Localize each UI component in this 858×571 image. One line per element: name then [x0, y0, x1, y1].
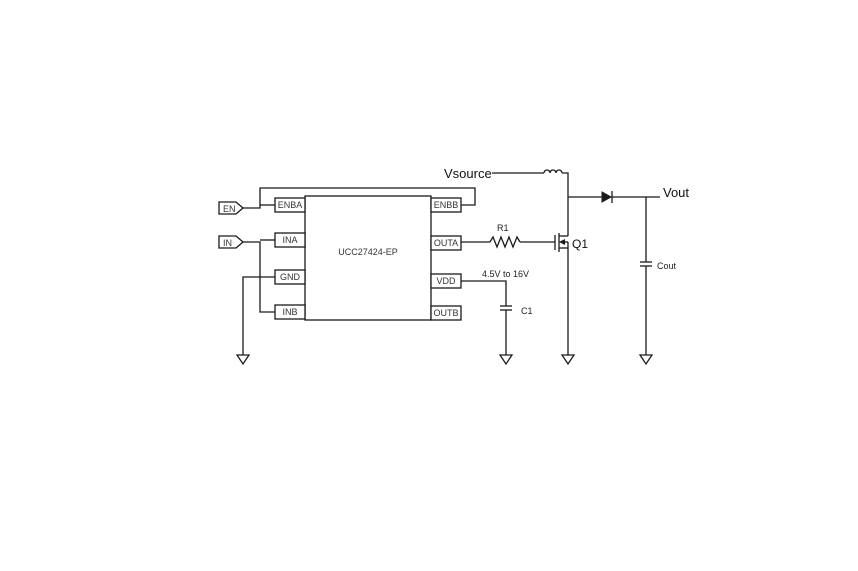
- ground-symbol-c1: [498, 354, 514, 366]
- cout-label: Cout: [657, 261, 677, 271]
- pin-enbb-label: ENBB: [434, 200, 459, 210]
- inductor: [543, 169, 563, 174]
- enable-bus-wire: [243, 187, 476, 209]
- port-en: EN: [218, 201, 244, 215]
- ic-body: [304, 195, 432, 321]
- port-in-label: IN: [223, 238, 232, 248]
- gnd-wire: [242, 276, 275, 355]
- pin-outa: OUTA: [430, 235, 462, 251]
- pin-outb: OUTB: [430, 305, 462, 321]
- vout-label: Vout: [663, 185, 689, 200]
- c1-label: C1: [521, 306, 533, 316]
- q1-mosfet: [554, 233, 568, 252]
- pin-inb: INB: [274, 304, 306, 320]
- ic-name: UCC27424-EP: [338, 247, 398, 257]
- ground-symbol-cout: [638, 354, 654, 366]
- ground-symbol-q1: [560, 354, 576, 366]
- pin-ina-label: INA: [282, 235, 297, 245]
- pin-gnd: GND: [274, 269, 306, 285]
- vdd-wire: [461, 280, 512, 355]
- r1-label: R1: [497, 223, 509, 233]
- pin-outa-label: OUTA: [434, 238, 458, 248]
- cout-capacitor: [640, 197, 652, 355]
- r1-resistor: [489, 235, 521, 249]
- pin-vdd: VDD: [430, 273, 462, 289]
- pin-enbb: ENBB: [430, 197, 462, 213]
- input-bus-wire: [243, 239, 275, 313]
- pin-enba-label: ENBA: [278, 200, 303, 210]
- pin-outb-label: OUTB: [433, 308, 458, 318]
- vsource-label: Vsource: [444, 166, 492, 181]
- gate-drive-wire: [461, 235, 555, 249]
- pin-vdd-label: VDD: [436, 276, 456, 286]
- port-en-label: EN: [223, 204, 236, 214]
- pin-ina: INA: [274, 232, 306, 248]
- vdd-range-label: 4.5V to 16V: [482, 269, 529, 279]
- diode-wire: [568, 191, 660, 203]
- port-in: IN: [218, 235, 244, 249]
- pin-gnd-label: GND: [280, 272, 301, 282]
- q1-label: Q1: [572, 237, 588, 251]
- pin-inb-label: INB: [282, 307, 297, 317]
- diode: [601, 191, 613, 203]
- ground-symbol-ic: [235, 354, 251, 366]
- vsource-wire: [492, 169, 569, 236]
- pin-enba: ENBA: [274, 197, 306, 213]
